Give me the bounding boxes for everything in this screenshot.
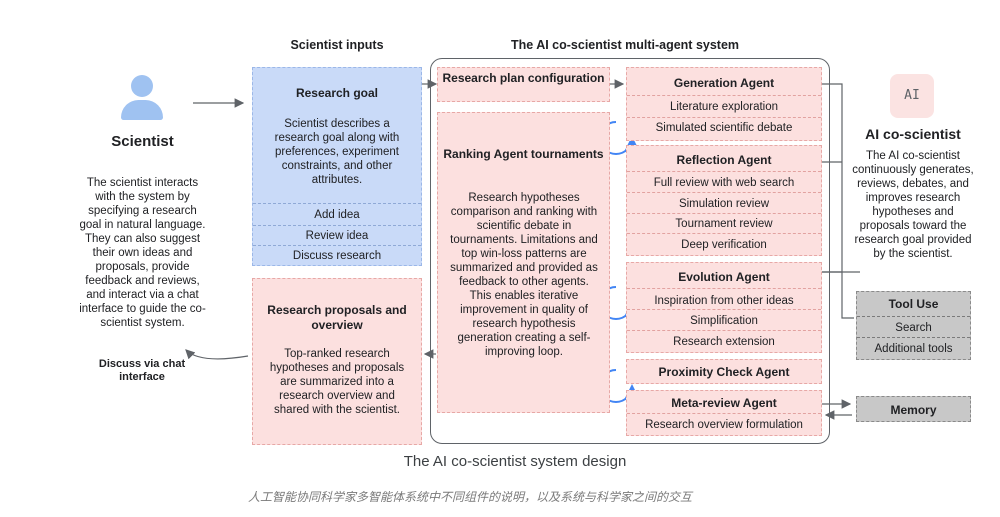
generation-agent-title: Generation Agent xyxy=(673,76,775,90)
divider xyxy=(627,309,821,310)
figure-subcaption: 人工智能协同科学家多智能体系统中不同组件的说明，以及系统与科学家之间的交互 xyxy=(248,490,693,504)
ai-badge-icon: AI xyxy=(890,74,934,118)
memory-title: Memory xyxy=(890,403,937,417)
agent-item: Simulation review xyxy=(678,198,770,210)
agent-item: Simplification xyxy=(690,315,758,327)
multi-agent-system-frame xyxy=(430,58,830,444)
research-proposals-box: Research proposals and overview Top-rank… xyxy=(252,278,422,445)
generation-agent-box: Generation Agent Literature exploration … xyxy=(626,67,822,141)
discuss-research-button[interactable]: Discuss research xyxy=(292,250,382,262)
divider xyxy=(627,330,821,331)
divider xyxy=(627,117,821,118)
agent-item: Deep verification xyxy=(681,239,767,251)
divider xyxy=(253,225,421,226)
system-heading: The AI co-scientist multi-agent system xyxy=(510,38,740,52)
reflection-agent-title: Reflection Agent xyxy=(676,153,772,167)
agent-item: Simulated scientific debate xyxy=(655,122,793,134)
research-goal-box: Research goal Scientist describes a rese… xyxy=(252,67,422,266)
divider xyxy=(857,316,970,317)
agent-item: Tournament review xyxy=(675,218,773,230)
agent-item: Full review with web search xyxy=(653,177,795,189)
agent-item: Literature exploration xyxy=(669,101,779,113)
search-tool: Search xyxy=(895,322,932,334)
proximity-check-agent-title: Proximity Check Agent xyxy=(658,365,790,379)
memory-box: Memory xyxy=(856,396,971,422)
research-plan-config-label: Research plan configuration xyxy=(442,71,605,85)
divider xyxy=(627,95,821,96)
agent-item: Inspiration from other ideas xyxy=(654,295,794,307)
proximity-check-agent-box: Proximity Check Agent xyxy=(626,359,822,384)
divider xyxy=(627,171,821,172)
ranking-agent-title: Ranking Agent tournaments xyxy=(443,147,604,161)
ranking-agent-description: Research hypotheses comparison and ranki… xyxy=(450,192,598,358)
divider xyxy=(253,203,421,204)
divider xyxy=(627,213,821,214)
research-goal-description: Scientist describes a research goal alon… xyxy=(274,118,400,186)
scientist-title: Scientist xyxy=(111,133,174,150)
divider xyxy=(627,413,821,414)
divider xyxy=(857,337,970,338)
scientist-avatar-head xyxy=(131,75,153,97)
ai-co-scientist-description: The AI co-scientist continuously generat… xyxy=(852,150,974,260)
scientist-description: The scientist interacts with the system … xyxy=(79,177,206,329)
divider xyxy=(627,192,821,193)
figure-caption: The AI co-scientist system design xyxy=(403,453,627,470)
scientist-avatar-body xyxy=(121,100,163,120)
tool-use-box: Tool Use Search Additional tools xyxy=(856,291,971,360)
research-proposals-title: Research proposals and overview xyxy=(267,303,407,332)
meta-review-agent-title: Meta-review Agent xyxy=(671,396,777,410)
evolution-agent-title: Evolution Agent xyxy=(678,270,770,284)
ai-co-scientist-title: AI co-scientist xyxy=(865,126,961,142)
tool-use-title: Tool Use xyxy=(888,297,939,311)
divider xyxy=(627,233,821,234)
scientist-inputs-heading: Scientist inputs xyxy=(290,38,384,52)
meta-review-agent-box: Meta-review Agent Research overview form… xyxy=(626,390,822,436)
agent-item: Research overview formulation xyxy=(645,419,803,431)
divider xyxy=(627,288,821,289)
additional-tools: Additional tools xyxy=(874,343,953,355)
research-proposals-description: Top-ranked research hypotheses and propo… xyxy=(269,348,405,416)
research-plan-config-box: Research plan configuration xyxy=(437,67,610,102)
research-goal-title: Research goal xyxy=(295,86,379,100)
reflection-agent-box: Reflection Agent Full review with web se… xyxy=(626,145,822,256)
review-idea-button[interactable]: Review idea xyxy=(305,230,369,242)
evolution-agent-box: Evolution Agent Inspiration from other i… xyxy=(626,262,822,353)
add-idea-button[interactable]: Add idea xyxy=(314,209,360,221)
ranking-agent-box: Ranking Agent tournaments Research hypot… xyxy=(437,112,610,413)
agent-item: Research extension xyxy=(673,336,775,348)
divider xyxy=(253,245,421,246)
discuss-via-chat-label: Discuss via chat interface xyxy=(98,358,186,383)
